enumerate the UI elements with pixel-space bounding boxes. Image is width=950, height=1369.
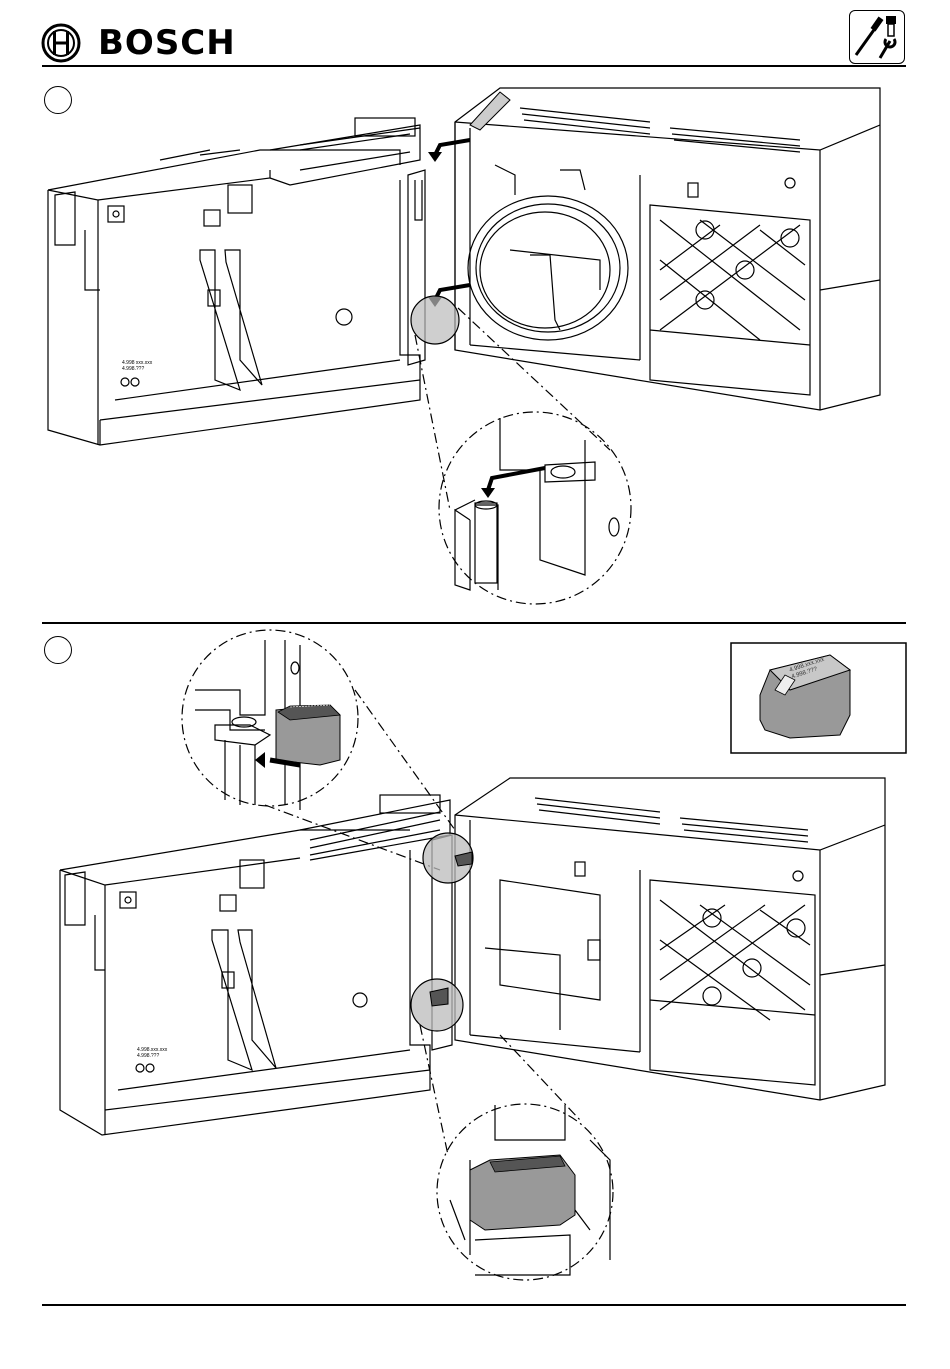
housing-a-label: 4.998 xxx.xxx 4.998.??? — [122, 360, 152, 372]
housing-b-label: 4.998.xxx.xxx 4.998.??? — [137, 1047, 167, 1059]
